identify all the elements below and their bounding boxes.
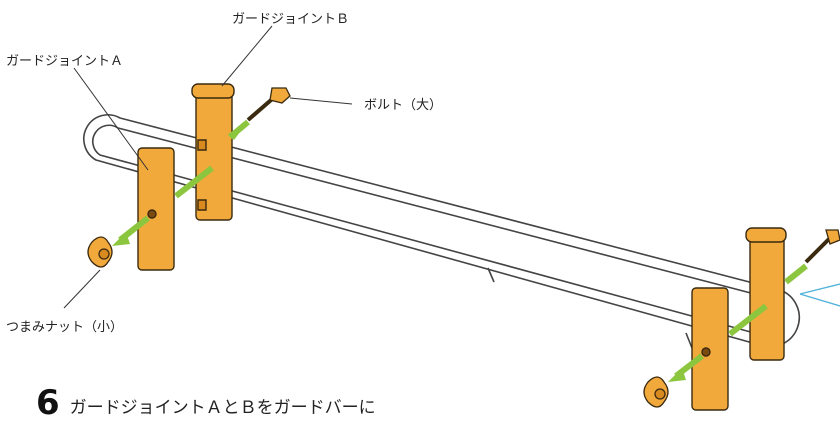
step-caption: 6 ガードジョイントＡとＢをガードバーに <box>36 386 376 420</box>
label-bolt-large: ボルト（大） <box>364 98 443 113</box>
callout-accent-lines <box>799 283 840 307</box>
step-number: 6 <box>36 383 60 423</box>
guard-joint-b-left <box>191 83 235 221</box>
guard-joint-a-left <box>137 147 175 271</box>
guard-joint-a-right <box>691 287 729 411</box>
insert-arrow-joint-right <box>728 303 768 337</box>
label-guard-joint-a: ガードジョイントＡ <box>6 54 124 69</box>
leader-lines <box>63 25 353 309</box>
insert-arrow-bolt-right <box>784 263 808 285</box>
label-wing-nut-small: つまみナット（小） <box>6 320 124 335</box>
wing-nut-small-right <box>643 376 669 408</box>
label-guard-joint-b: ガードジョイントＢ <box>232 12 350 27</box>
wing-nut-small-left <box>87 236 113 268</box>
step-text: ガードジョイントＡとＢをガードバーに <box>69 398 376 418</box>
guard-joint-b-right <box>745 227 787 361</box>
bolt-large-right <box>804 229 840 264</box>
insert-arrow-joint-left <box>174 165 214 199</box>
bolt-large-left <box>246 87 291 122</box>
